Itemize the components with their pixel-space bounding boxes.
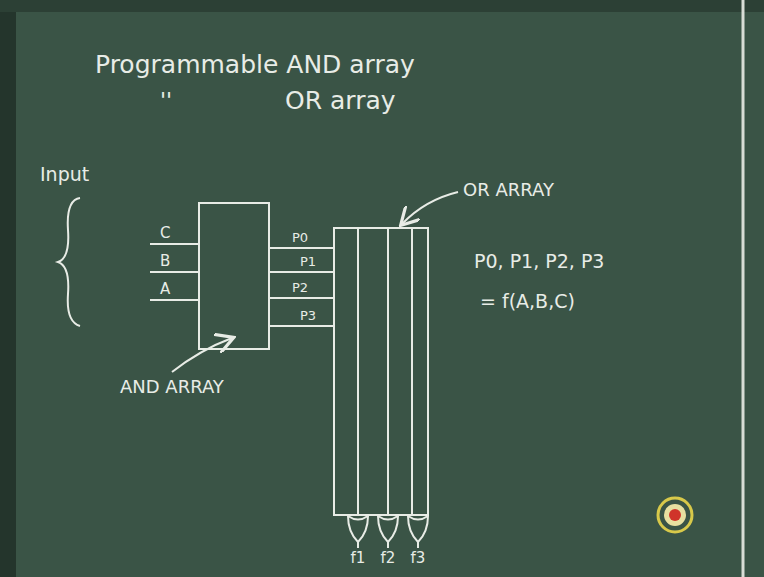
note: = f(A,B,C) <box>480 290 575 313</box>
logo-ring <box>658 498 692 532</box>
product-line <box>270 325 333 327</box>
signal-name: C <box>160 224 170 242</box>
input-wire <box>150 243 199 245</box>
input-brace <box>58 198 80 326</box>
or-column <box>357 228 359 514</box>
array-label: AND ARRAY <box>120 376 224 398</box>
and-array-box: AND ARRAY <box>198 202 270 350</box>
or-gate-symbol <box>378 516 398 542</box>
output-name: f3 <box>411 549 426 567</box>
board-frame <box>0 0 16 577</box>
logo-dot <box>664 504 686 526</box>
product-term-name: P0 <box>290 230 310 246</box>
product-term-name: P1 <box>298 254 318 270</box>
signal-name: A <box>160 280 170 298</box>
output-name: f2 <box>381 549 396 567</box>
or-column <box>387 228 389 514</box>
output-wire <box>357 542 359 548</box>
logo-dot <box>669 509 681 521</box>
or-column <box>411 228 413 514</box>
output-wire <box>417 542 419 548</box>
or-array-box: OR ARRAY <box>333 227 429 516</box>
input-wire <box>150 299 199 301</box>
title: OR array <box>285 86 396 116</box>
title: Programmable AND array <box>95 50 415 80</box>
board-edge <box>742 0 745 577</box>
or-gate-symbol <box>348 516 368 542</box>
product-line <box>270 297 333 299</box>
leader-arrow <box>172 338 232 372</box>
group-label: Input <box>40 163 89 186</box>
board-frame <box>0 0 764 12</box>
or-gate-symbol <box>408 516 428 542</box>
ditto-mark: '' <box>160 88 172 114</box>
signal-name: B <box>160 252 170 270</box>
product-term-name: P3 <box>298 308 318 324</box>
leader-arrow <box>402 192 458 224</box>
product-line <box>270 247 333 249</box>
array-label: OR ARRAY <box>463 179 554 201</box>
note: P0, P1, P2, P3 <box>474 250 604 273</box>
product-line <box>270 271 333 273</box>
output-wire <box>387 542 389 548</box>
output-name: f1 <box>351 549 366 567</box>
input-wire <box>150 271 199 273</box>
product-term-name: P2 <box>290 280 310 296</box>
